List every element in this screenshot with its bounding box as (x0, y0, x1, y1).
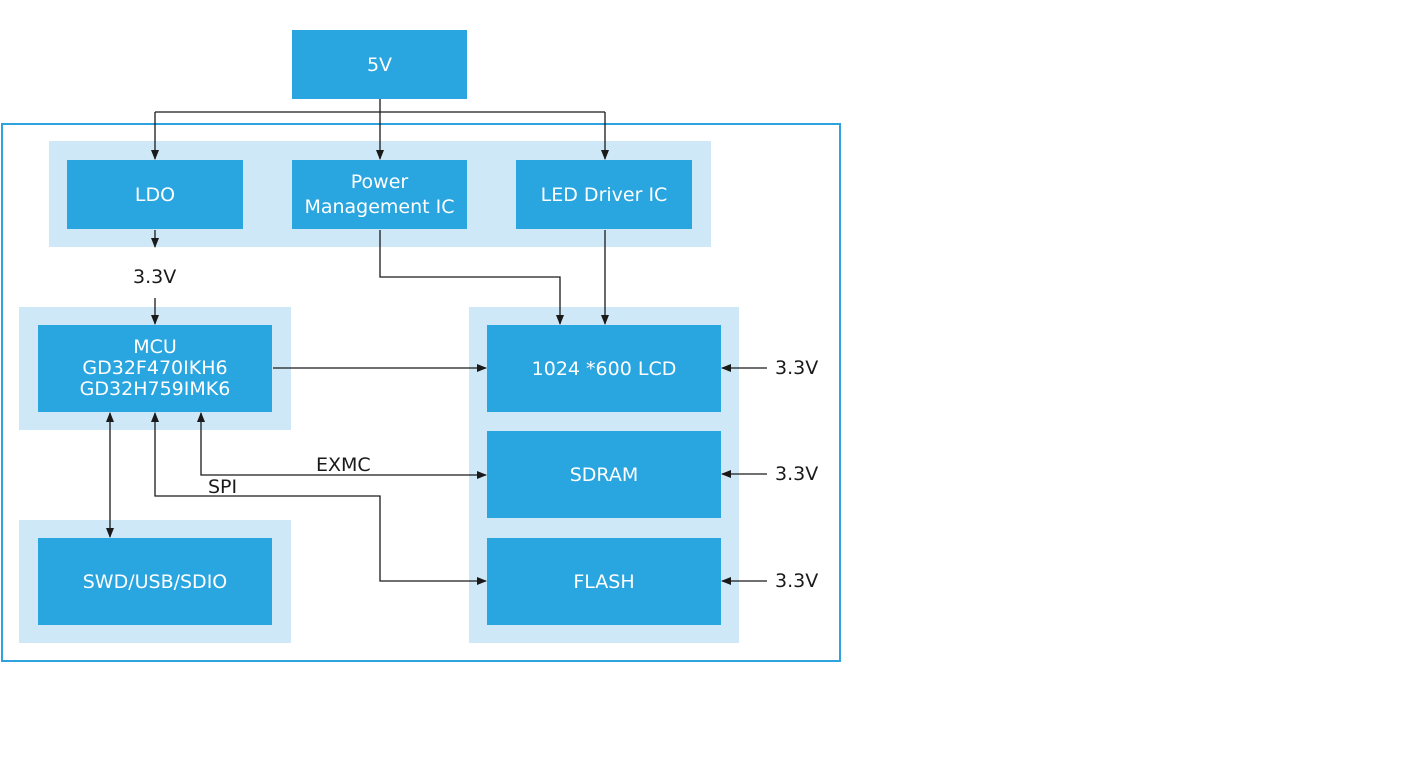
lcd-label: 1024 *600 LCD (531, 357, 677, 380)
5v-supply-label: 5V (366, 53, 393, 76)
sdram-block: SDRAM (487, 431, 721, 518)
ldo-output-voltage-label: 3.3V (133, 266, 177, 288)
wire-pmic-to-lcd (379, 230, 564, 325)
flash-label: FLASH (573, 570, 635, 593)
mcu-title: MCU (133, 336, 177, 358)
spi-bus-label: SPI (208, 476, 238, 498)
led-driver-label: LED Driver IC (540, 183, 668, 206)
pmic-label-line2: Management IC (304, 195, 455, 218)
power-management-ic-block: Power Management IC (292, 160, 467, 229)
lcd-supply-voltage-label: 3.3V (775, 357, 819, 379)
lcd-block: 1024 *600 LCD (487, 325, 721, 412)
flash-block: FLASH (487, 538, 721, 625)
mcu-block: MCU GD32F470IKH6 GD32H759IMK6 (38, 325, 272, 412)
ldo-label: LDO (134, 183, 176, 206)
mcu-part-2: GD32H759IMK6 (79, 378, 231, 400)
exmc-bus-label: EXMC (316, 454, 371, 476)
sdram-label: SDRAM (569, 463, 639, 486)
wire-spi (151, 412, 487, 585)
sdram-supply-voltage-label: 3.3V (775, 463, 819, 485)
mcu-part-1: GD32F470IKH6 (82, 357, 228, 379)
system-frame (1, 123, 841, 662)
led-driver-ic-block: LED Driver IC (516, 160, 692, 229)
pmic-label-line1: Power (350, 170, 409, 193)
flash-supply-voltage-label: 3.3V (775, 570, 819, 592)
ldo-block: LDO (67, 160, 243, 229)
5v-supply-block: 5V (292, 30, 467, 99)
